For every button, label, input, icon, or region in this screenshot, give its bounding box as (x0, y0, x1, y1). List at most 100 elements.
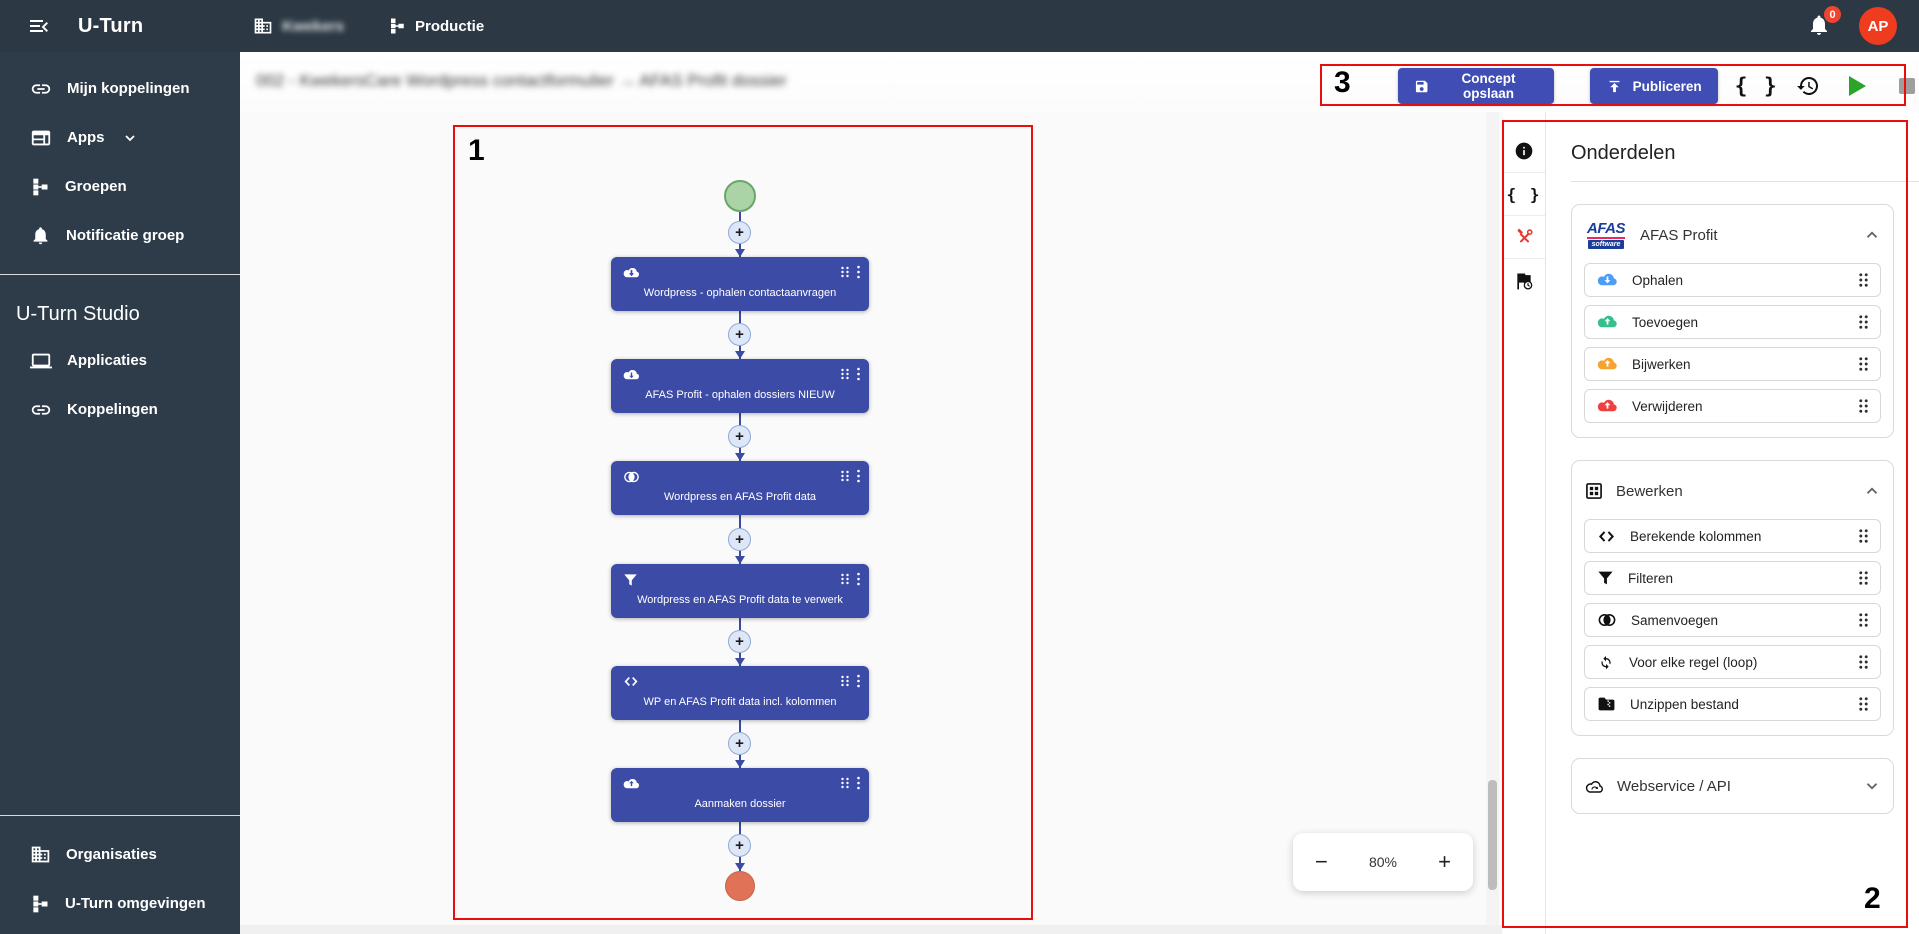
add-step-button[interactable]: + (728, 528, 751, 551)
stop-button[interactable] (1895, 73, 1919, 99)
annotation-number-3: 3 (1334, 66, 1351, 99)
panel-body: Onderdelen AFAS software AFAS Profit (1546, 112, 1919, 934)
component-label: Berekende kolommen (1630, 528, 1762, 544)
add-step-button[interactable]: + (728, 425, 751, 448)
component-bijwerken[interactable]: Bijwerken (1584, 347, 1881, 381)
component-samenvoegen[interactable]: Samenvoegen (1584, 603, 1881, 637)
group-name: Bewerken (1616, 482, 1683, 500)
cloud-upload-icon (1597, 357, 1617, 370)
loop-icon (1601, 656, 1611, 670)
drag-handle-icon[interactable] (1857, 654, 1870, 670)
hierarchy-icon (33, 178, 48, 195)
group-webservice-header[interactable]: Webservice / API (1584, 769, 1881, 803)
save-concept-button[interactable]: Concept opslaan (1398, 68, 1554, 104)
component-filteren[interactable]: Filteren (1584, 561, 1881, 595)
component-unzippen-bestand[interactable]: Unzippen bestand (1584, 687, 1881, 721)
publish-button[interactable]: Publiceren (1589, 68, 1718, 104)
canvas-horizontal-scrollbar[interactable] (240, 925, 1502, 934)
flow-node-wordpress-ophalen[interactable]: Wordpress - ophalen contactaanvragen (611, 257, 869, 311)
environment-name: Productie (414, 17, 485, 35)
drag-handle-icon[interactable] (839, 470, 851, 482)
sidebar-item-label: U-Turn omgevingen (65, 895, 206, 912)
kebab-menu-icon[interactable] (856, 469, 861, 483)
tab-info[interactable] (1503, 130, 1545, 173)
chevron-up-icon[interactable] (1863, 482, 1881, 500)
component-toevoegen[interactable]: Toevoegen (1584, 305, 1881, 339)
avatar[interactable]: AP (1859, 7, 1897, 45)
chevron-down-icon[interactable] (1863, 777, 1881, 795)
menu-open-icon (30, 20, 48, 32)
menu-toggle-button[interactable] (26, 13, 52, 39)
component-berekende-kolommen[interactable]: Berekende kolommen (1584, 519, 1881, 553)
group-afas-header[interactable]: AFAS software AFAS Profit (1584, 215, 1881, 255)
sidebar-item-koppelingen[interactable]: Koppelingen (0, 385, 240, 434)
sidebar-item-uturn-omgevingen[interactable]: U-Turn omgevingen (0, 879, 240, 928)
add-step-button[interactable]: + (728, 834, 751, 857)
flow-end-node[interactable] (725, 871, 755, 901)
add-step-button[interactable]: + (728, 221, 751, 244)
tab-test-runs[interactable] (1503, 259, 1545, 302)
flow-node-samenvoegen[interactable]: Wordpress en AFAS Profit data (611, 461, 869, 515)
drag-handle-icon[interactable] (1857, 398, 1870, 414)
page-header: 002 - KwekersCare Wordpress contactformu… (240, 52, 1919, 112)
tab-json[interactable]: { } (1503, 173, 1545, 216)
flow-node-afas-ophalen[interactable]: AFAS Profit - ophalen dossiers NIEUW (611, 359, 869, 413)
zoom-out-button[interactable]: − (1315, 849, 1328, 874)
sidebar-item-apps[interactable]: Apps (0, 113, 240, 162)
drag-handle-icon[interactable] (1857, 356, 1870, 372)
sidebar-item-organisaties[interactable]: Organisaties (0, 830, 240, 879)
drag-handle-icon[interactable] (839, 368, 851, 380)
drag-handle-icon[interactable] (839, 675, 851, 687)
webservice-cloud-icon (1585, 780, 1603, 793)
drag-handle-icon[interactable] (1857, 314, 1870, 330)
chevron-up-icon[interactable] (1863, 226, 1881, 244)
drag-handle-icon[interactable] (839, 777, 851, 789)
add-step-button[interactable]: + (728, 323, 751, 346)
kebab-menu-icon[interactable] (856, 265, 861, 279)
zoom-in-button[interactable]: + (1438, 849, 1451, 874)
header-toolbar: Concept opslaan Publiceren { } (1398, 68, 1919, 104)
drag-handle-icon[interactable] (839, 573, 851, 585)
notifications-button[interactable]: 0 (1807, 6, 1841, 39)
sidebar-item-groepen[interactable]: Groepen (0, 162, 240, 211)
history-icon (1796, 76, 1818, 95)
drag-handle-icon[interactable] (1857, 612, 1870, 628)
code-braces-icon: { } (1506, 184, 1542, 204)
component-ophalen[interactable]: Ophalen (1584, 263, 1881, 297)
run-button[interactable] (1846, 73, 1870, 99)
group-bewerken-header[interactable]: Bewerken (1584, 471, 1881, 511)
sidebar-item-mijn-koppelingen[interactable]: Mijn koppelingen (0, 64, 240, 113)
kebab-menu-icon[interactable] (856, 572, 861, 586)
environment-switcher[interactable]: Productie (388, 17, 484, 35)
save-icon (1415, 80, 1428, 92)
flow-node-aanmaken-dossier[interactable]: Aanmaken dossier (611, 768, 869, 822)
drag-handle-icon[interactable] (1857, 272, 1870, 288)
flow-node-berekende-kolommen[interactable]: WP en AFAS Profit data incl. kolommen (611, 666, 869, 720)
component-verwijderen[interactable]: Verwijderen (1584, 389, 1881, 423)
drag-handle-icon[interactable] (839, 266, 851, 278)
kebab-menu-icon[interactable] (856, 776, 861, 790)
organisation-switcher[interactable]: Kwekers (253, 16, 344, 36)
sidebar-item-notificatie-groep[interactable]: Notificatie groep (0, 211, 240, 260)
drag-handle-icon[interactable] (1857, 528, 1870, 544)
add-step-button[interactable]: + (728, 732, 751, 755)
canvas-vertical-scrollbar[interactable] (1486, 112, 1499, 925)
component-voor-elke-regel[interactable]: Voor elke regel (loop) (1584, 645, 1881, 679)
hierarchy-icon (390, 18, 404, 34)
flow-start-node[interactable] (724, 180, 756, 212)
tab-components[interactable] (1503, 216, 1545, 259)
flow-node-filteren[interactable]: Wordpress en AFAS Profit data te verwerk (611, 564, 869, 618)
node-label: Wordpress en AFAS Profit data te verwerk (637, 594, 843, 606)
kebab-menu-icon[interactable] (856, 674, 861, 688)
drag-handle-icon[interactable] (1857, 570, 1870, 586)
history-button[interactable] (1796, 73, 1820, 99)
kebab-menu-icon[interactable] (856, 367, 861, 381)
add-step-button[interactable]: + (728, 630, 751, 653)
sidebar: Mijn koppelingen Apps Groepen Notificati… (0, 52, 240, 934)
flag-history-icon (1517, 272, 1533, 290)
node-label: WP en AFAS Profit data incl. kolommen (643, 696, 837, 708)
drag-handle-icon[interactable] (1857, 696, 1870, 712)
json-view-button[interactable]: { } (1735, 73, 1777, 99)
sidebar-item-applicaties[interactable]: Applicaties (0, 336, 240, 385)
sidebar-item-label: Notificatie groep (66, 227, 185, 244)
